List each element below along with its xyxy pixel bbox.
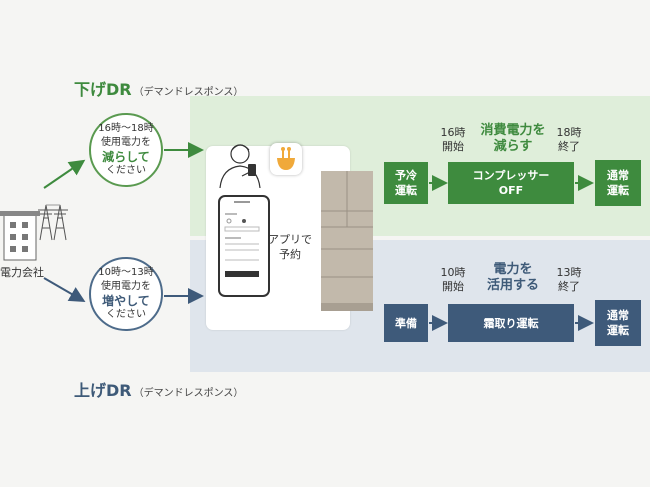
up-step-prepare: 準備 xyxy=(384,304,428,342)
down-dr-title: 下げDR xyxy=(74,80,132,99)
up-dr-subtitle: （デマンドレスポンス） xyxy=(133,388,244,399)
down-start-time-label: 開始 xyxy=(442,140,464,153)
down-request-circle: 16時〜18時 使用電力を 減らして ください xyxy=(89,113,163,187)
down-step-precool-line2: 運転 xyxy=(395,184,417,197)
down-action-line2: 減らす xyxy=(493,139,533,154)
down-step-precool-line1: 予冷 xyxy=(395,169,417,182)
app-reservation-label: アプリで 予約 xyxy=(268,232,312,262)
up-request-circle: 10時〜13時 使用電力を 増やして ください xyxy=(89,257,163,331)
kitchen-tools-icon xyxy=(277,147,295,170)
down-step-precool: 予冷 運転 xyxy=(384,162,428,204)
up-request-time: 10時〜13時 xyxy=(98,267,154,278)
arrow-company-to-up xyxy=(43,277,86,303)
down-step-compressor-line2: OFF xyxy=(498,184,524,197)
down-request-time: 16時〜18時 xyxy=(98,123,154,134)
power-company-icon xyxy=(0,204,68,261)
up-action-line1: 電力を xyxy=(493,262,533,277)
up-start-time: 10時 開始 xyxy=(436,266,470,294)
person-with-phone-icon xyxy=(219,144,261,189)
down-end-time: 18時 終了 xyxy=(552,126,586,154)
down-action-text: 消費電力を 減らす xyxy=(468,123,558,155)
phone-screen-icon xyxy=(224,201,260,277)
app-reservation-line2: 予約 xyxy=(279,248,301,261)
down-start-time: 16時 開始 xyxy=(436,126,470,154)
up-end-time-hour: 13時 xyxy=(556,266,582,279)
down-step-normal-line1: 通常 xyxy=(607,169,629,182)
up-step-defrost: 霜取り運転 xyxy=(448,304,574,342)
smartphone-icon xyxy=(218,195,270,297)
down-step-normal-line2: 運転 xyxy=(607,184,629,197)
down-end-time-label: 終了 xyxy=(558,140,580,153)
arrow-company-to-down xyxy=(43,159,86,189)
down-step-normal: 通常 運転 xyxy=(595,160,641,206)
up-end-time: 13時 終了 xyxy=(552,266,586,294)
down-end-time-hour: 18時 xyxy=(556,126,582,139)
down-action-line1: 消費電力を xyxy=(480,123,546,138)
down-dr-subtitle: （デマンドレスポンス） xyxy=(133,87,244,98)
up-action-text: 電力を 活用する xyxy=(468,262,558,294)
down-step-compressor-off: コンプレッサー OFF xyxy=(448,162,574,204)
down-request-line2: 使用電力を xyxy=(101,137,151,148)
up-start-time-label: 開始 xyxy=(442,280,464,293)
up-end-time-label: 終了 xyxy=(558,280,580,293)
up-action-line2: 活用する xyxy=(486,278,539,293)
up-step-defrost-label: 霜取り運転 xyxy=(483,316,539,330)
up-start-time-hour: 10時 xyxy=(440,266,466,279)
down-dr-header: 下げDR（デマンドレスポンス） xyxy=(74,76,243,100)
up-dr-title: 上げDR xyxy=(74,381,132,400)
refrigerator-drawing xyxy=(321,171,373,311)
up-request-line2: 使用電力を xyxy=(101,281,151,292)
up-step-normal-line2: 運転 xyxy=(607,324,629,337)
up-request-emphasis: 増やして xyxy=(102,294,150,308)
down-request-emphasis: 減らして xyxy=(102,150,150,164)
down-request-line4: ください xyxy=(106,165,146,176)
up-dr-header: 上げDR（デマンドレスポンス） xyxy=(74,377,243,401)
down-step-compressor-line1: コンプレッサー xyxy=(472,169,550,182)
up-step-prepare-label: 準備 xyxy=(395,316,417,330)
up-request-line4: ください xyxy=(106,309,146,320)
down-start-time-hour: 16時 xyxy=(440,126,466,139)
up-step-normal-line1: 通常 xyxy=(607,309,629,322)
refrigerator-icon xyxy=(321,171,373,311)
app-icon xyxy=(270,143,302,175)
up-step-normal: 通常 運転 xyxy=(595,300,641,346)
power-company-label: 電力会社 xyxy=(0,266,44,279)
app-reservation-line1: アプリで xyxy=(268,233,312,246)
